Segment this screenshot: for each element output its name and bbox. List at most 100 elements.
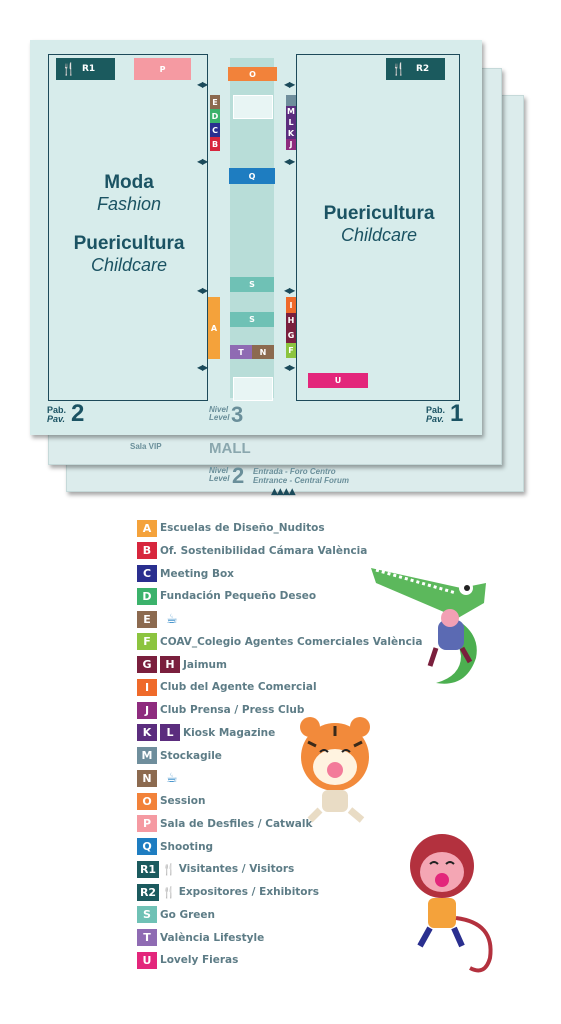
- stand-b[interactable]: B: [210, 137, 220, 151]
- stand-k[interactable]: K: [286, 128, 296, 139]
- door-arrows-icon: ◀▶: [284, 363, 295, 372]
- legend-code-badge: U: [137, 951, 157, 969]
- cutlery-icon: 🍴: [61, 62, 76, 76]
- cutlery-icon: 🍴: [162, 885, 176, 899]
- pavilion-1-label: Pab.Pav. 1: [426, 400, 464, 427]
- corridor-end-top: [233, 95, 273, 119]
- legend-label: Club del Agente Comercial: [160, 681, 317, 694]
- legend-code-badge: M: [137, 747, 157, 764]
- legend-code-badge: J: [137, 701, 157, 719]
- door-arrows-icon: ◀▶: [197, 286, 208, 295]
- legend-label: Session: [160, 795, 206, 807]
- legend-label: Of. Sostenibilidad Cámara València: [160, 544, 368, 557]
- door-arrows-icon: ◀▶: [197, 363, 208, 372]
- stands-right-column-bottom: I H G F: [286, 297, 296, 358]
- legend-code-badge: K: [137, 724, 157, 742]
- stands-left-column: E D C B: [210, 95, 220, 151]
- stand-q[interactable]: Q: [229, 168, 275, 184]
- legend-label: Shooting: [160, 840, 214, 853]
- entrance-label-en: Entrance - Central Forum: [253, 476, 350, 485]
- stand-j[interactable]: J: [286, 139, 296, 150]
- restaurant-r1[interactable]: 🍴R1: [56, 58, 115, 80]
- door-arrows-icon: ◀▶: [197, 80, 208, 89]
- stand-c[interactable]: C: [210, 123, 220, 137]
- stand-a[interactable]: A: [208, 297, 220, 359]
- monkey-illustration: [410, 834, 493, 973]
- legend-label: Go Green: [160, 908, 216, 921]
- legend-code-badge: A: [137, 519, 157, 537]
- stand-o[interactable]: O: [228, 67, 277, 81]
- legend-item: R1🍴Visitantes / Visitors: [137, 860, 294, 878]
- stand-l[interactable]: L: [286, 117, 296, 128]
- stand-f[interactable]: F: [286, 343, 296, 358]
- legend-code-badge: P: [137, 815, 157, 833]
- legend-code-badge: B: [137, 542, 157, 560]
- legend-label: Jaimum: [183, 658, 227, 671]
- stand-d[interactable]: D: [210, 109, 220, 123]
- door-arrows-icon: ◀▶: [284, 286, 295, 295]
- mall-label: MALL: [209, 440, 251, 457]
- legend-code-badge: G: [137, 656, 157, 673]
- legend-code-badge: S: [137, 906, 157, 924]
- legend-code-badge: T: [137, 929, 157, 946]
- cutlery-icon: 🍴: [391, 62, 406, 76]
- legend-item: N☕: [137, 769, 178, 787]
- door-arrows-icon: ◀▶: [284, 80, 295, 89]
- entrance-label: Entrada - Foro Centro Entrance - Central…: [253, 467, 349, 485]
- stand-s-lower[interactable]: S: [230, 312, 274, 327]
- crocodile-illustration: [371, 568, 486, 684]
- stand-m[interactable]: [286, 95, 296, 106]
- stand-t[interactable]: T: [230, 345, 252, 359]
- pavilion-2-label: Pab.Pav. 2: [47, 400, 85, 427]
- legend-code-badge: I: [137, 678, 157, 696]
- stand-u[interactable]: U: [308, 373, 368, 388]
- entrance-arrows: ▲▲▲▲: [271, 487, 296, 497]
- legend-code-badge: E: [137, 610, 157, 628]
- legend-code-badge: H: [160, 656, 180, 673]
- sala-vip-label: Sala VIP: [130, 442, 162, 451]
- legend-item: E☕: [137, 610, 178, 628]
- stand-s-upper[interactable]: S: [230, 277, 274, 292]
- stand-g[interactable]: G: [286, 328, 296, 343]
- legend-label: Stockagile: [160, 749, 222, 762]
- legend-label: Expositores / Exhibitors: [178, 886, 319, 898]
- legend-label: Fundación Pequeño Deseo: [160, 590, 317, 603]
- stand-n[interactable]: N: [252, 345, 274, 359]
- legend-code-badge: Q: [137, 838, 157, 855]
- legend-label: Lovely Fieras: [160, 954, 239, 967]
- restaurant-r2[interactable]: 🍴R2: [386, 58, 445, 80]
- legend-label: València Lifestyle: [160, 931, 265, 944]
- stand-m-label[interactable]: M: [286, 106, 296, 117]
- legend-label: Escuelas de Diseño_Nuditos: [160, 522, 325, 534]
- door-arrows-icon: ◀▶: [197, 157, 208, 166]
- door-arrows-icon: ◀▶: [284, 157, 295, 166]
- coffee-cup-icon: ☕: [166, 611, 178, 627]
- legend-code-badge: R1: [137, 860, 159, 878]
- stand-p[interactable]: P: [134, 58, 191, 80]
- legend-label: Meeting Box: [160, 567, 234, 580]
- cutlery-icon: 🍴: [162, 862, 176, 876]
- stand-e[interactable]: E: [210, 95, 220, 109]
- level-3-floor: 🍴R1 P O 🍴R2 E D C B M L K J Q S S T N A …: [30, 40, 482, 435]
- stand-i[interactable]: I: [286, 297, 296, 313]
- stand-h[interactable]: H: [286, 313, 296, 328]
- legend-code-badge: L: [160, 724, 180, 742]
- legend-label: Kiosk Magazine: [183, 726, 276, 739]
- pavilion-1-area: [296, 54, 460, 401]
